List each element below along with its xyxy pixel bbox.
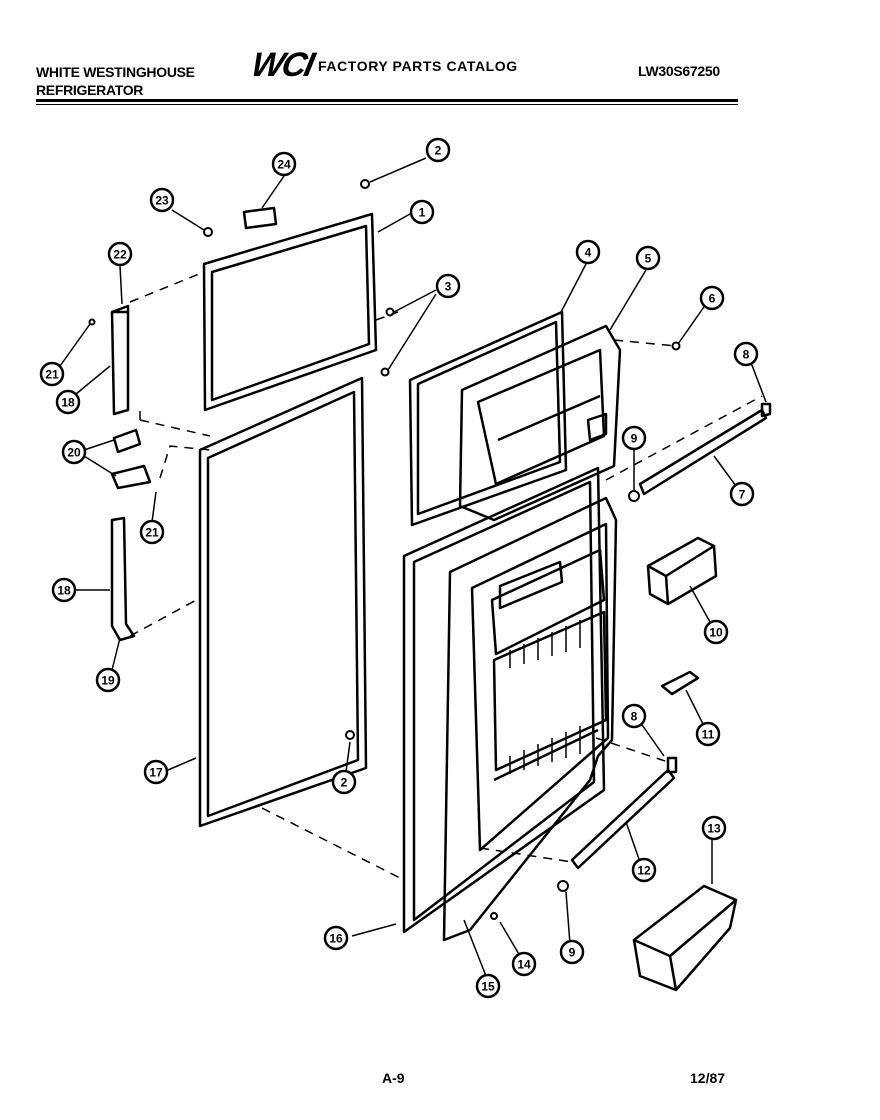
callout-1: 1 bbox=[409, 199, 435, 225]
callout-12-label: 12 bbox=[637, 864, 651, 878]
model-number: LW30S67250 bbox=[638, 63, 720, 79]
callout-8-top: 8 bbox=[733, 341, 759, 367]
callout-6-label: 6 bbox=[709, 292, 716, 306]
callout-14-right-label: 14 bbox=[517, 958, 531, 972]
callout-5-label: 5 bbox=[645, 252, 652, 266]
callout-9-bottom: 9 bbox=[559, 939, 585, 965]
callout-18-upper: 18 bbox=[55, 389, 81, 415]
header-rule-thin bbox=[36, 104, 738, 105]
appliance-type: REFRIGERATOR bbox=[36, 82, 144, 98]
brand-name: WHITE WESTINGHOUSE bbox=[36, 64, 195, 80]
callout-7-label: 7 bbox=[739, 488, 746, 502]
callout-1-label: 1 bbox=[419, 206, 426, 220]
upper-door-handle bbox=[110, 304, 130, 416]
callout-11: 11 bbox=[695, 721, 721, 747]
page-number: A-9 bbox=[382, 1070, 405, 1086]
callout-21-lower: 21 bbox=[139, 519, 165, 545]
small-shelf bbox=[660, 670, 700, 696]
callout-11-label: 11 bbox=[702, 728, 715, 742]
freezer-door bbox=[408, 310, 568, 527]
callout-13: 13 bbox=[701, 815, 727, 841]
callout-23-label: 23 bbox=[155, 194, 169, 208]
callout-4-label: 4 bbox=[585, 246, 592, 260]
callout-9-top-label: 9 bbox=[631, 432, 638, 446]
callout-22: 22 bbox=[107, 241, 133, 267]
callout-5: 5 bbox=[635, 245, 661, 271]
callout-10: 10 bbox=[703, 619, 729, 645]
freezer-door-gasket bbox=[202, 212, 378, 412]
alignment-lines bbox=[129, 271, 763, 881]
callout-2-top-label: 2 bbox=[435, 144, 442, 158]
callout-12: 12 bbox=[631, 857, 657, 883]
callout-17: 17 bbox=[143, 759, 169, 785]
callout-22-label: 22 bbox=[113, 248, 127, 262]
callout-8-top-label: 8 bbox=[743, 348, 750, 362]
callout-15-label: 15 bbox=[481, 980, 495, 994]
callout-9-top: 9 bbox=[621, 425, 647, 451]
fresh-food-shelf-bar bbox=[570, 756, 678, 870]
callout-13-label: 13 bbox=[707, 822, 721, 836]
freezer-shelf-bar bbox=[638, 402, 772, 496]
fresh-food-liner-ribs bbox=[509, 620, 581, 774]
fasteners bbox=[88, 179, 681, 920]
freezer-door-liner bbox=[458, 324, 622, 522]
callout-8-bottom-label: 8 bbox=[631, 710, 638, 724]
callout-18-lower: 18 bbox=[51, 577, 77, 603]
callout-2-bottom: 2 bbox=[331, 769, 357, 795]
callout-21-upper: 21 bbox=[39, 361, 65, 387]
callout-24: 24 bbox=[271, 151, 297, 177]
catalog-title: FACTORY PARTS CATALOG bbox=[318, 58, 518, 74]
callout-16-label: 16 bbox=[329, 932, 343, 946]
callout-14-right: 14 bbox=[511, 951, 537, 977]
catalog-date: 12/87 bbox=[690, 1070, 726, 1086]
callout-9-bottom-label: 9 bbox=[569, 946, 576, 960]
leader-lines bbox=[59, 157, 767, 977]
callout-8-bottom: 8 bbox=[621, 703, 647, 729]
callout-4: 4 bbox=[575, 239, 601, 265]
callout-2-bottom-label: 2 bbox=[341, 776, 348, 790]
callout-18-lower-label: 18 bbox=[57, 584, 71, 598]
dairy-bin bbox=[632, 884, 738, 992]
callout-3-label: 3 bbox=[445, 280, 452, 294]
callout-10-label: 10 bbox=[709, 626, 723, 640]
callout-17-label: 17 bbox=[149, 766, 163, 780]
callout-badges: 1 2 2 3 4 5 6 7 8 8 9 9 10 11 12 13 14 1… bbox=[39, 137, 759, 999]
lower-door-handle bbox=[110, 516, 136, 642]
door-hinges bbox=[110, 428, 152, 490]
callout-20-label: 20 bbox=[67, 446, 81, 460]
callout-19: 19 bbox=[95, 667, 121, 693]
callout-6: 6 bbox=[699, 285, 725, 311]
callout-24-label: 24 bbox=[277, 158, 291, 172]
callout-21-lower-label: 21 bbox=[145, 526, 159, 540]
callout-3: 3 bbox=[435, 273, 461, 299]
callout-21-upper-label: 21 bbox=[45, 368, 59, 382]
door-bin bbox=[646, 536, 718, 606]
fresh-food-door-gasket bbox=[198, 376, 368, 828]
handle-insert bbox=[242, 206, 278, 230]
callout-15: 15 bbox=[475, 973, 501, 999]
callout-16: 16 bbox=[323, 925, 349, 951]
callout-23: 23 bbox=[149, 187, 175, 213]
callout-2-top: 2 bbox=[425, 137, 451, 163]
callout-19-label: 19 bbox=[101, 674, 115, 688]
callout-7: 7 bbox=[729, 481, 755, 507]
callout-18-upper-label: 18 bbox=[61, 396, 75, 410]
callout-20: 20 bbox=[61, 439, 87, 465]
header-rule-thick bbox=[36, 99, 738, 102]
fresh-food-door bbox=[402, 466, 606, 934]
